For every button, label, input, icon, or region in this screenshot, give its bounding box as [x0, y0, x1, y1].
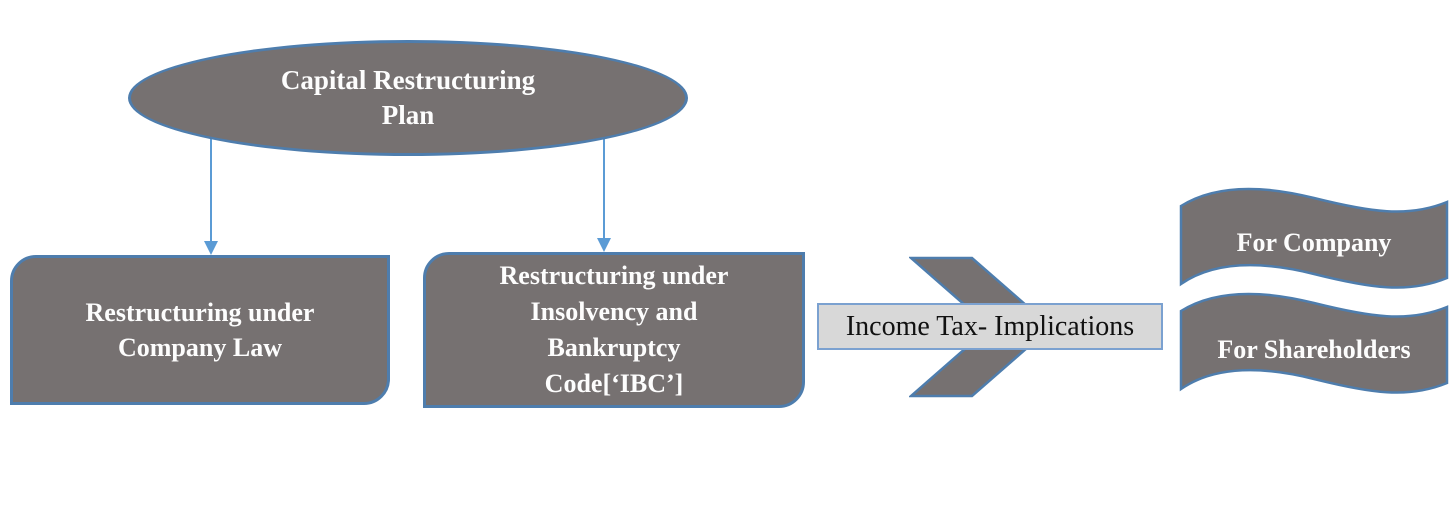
ellipse-label-line2: Plan: [381, 100, 435, 130]
flag-for-company: For Company: [1178, 186, 1450, 300]
ellipse-label-line1: Capital Restructuring: [280, 65, 536, 95]
down-arrow-head: [597, 238, 611, 252]
flag-company-label: For Company: [1236, 228, 1392, 257]
wave-banner-shape: [1179, 292, 1449, 394]
income-tax-label: Income Tax- Implications: [845, 310, 1135, 342]
ibc-line4: Code[‘IBC’]: [544, 369, 684, 398]
down-arrow-head: [204, 241, 218, 255]
company-law-line2: Company Law: [118, 333, 282, 362]
flag-for-shareholders: For Shareholders: [1178, 293, 1450, 407]
capital-restructuring-ellipse: Capital Restructuring Plan: [128, 40, 688, 156]
wave-banner-shareholders: [1179, 292, 1449, 394]
company-law-line1: Restructuring under: [85, 298, 315, 327]
flag-shareholders-label: For Shareholders: [1217, 335, 1411, 364]
wave-banner-shape: [1179, 187, 1449, 289]
down-arrow-icon: [597, 138, 611, 252]
down-arrow-icon: [204, 138, 218, 255]
company-law-box: Restructuring under Company Law: [10, 255, 390, 405]
wave-banner-company: [1179, 187, 1449, 289]
ibc-line1: Restructuring under: [499, 261, 729, 290]
ibc-line3: Bankruptcy: [547, 333, 681, 362]
income-tax-label-box: Income Tax- Implications: [817, 303, 1163, 350]
ibc-line2: Insolvency and: [530, 297, 698, 326]
ibc-box: Restructuring under Insolvency and Bankr…: [423, 252, 805, 408]
